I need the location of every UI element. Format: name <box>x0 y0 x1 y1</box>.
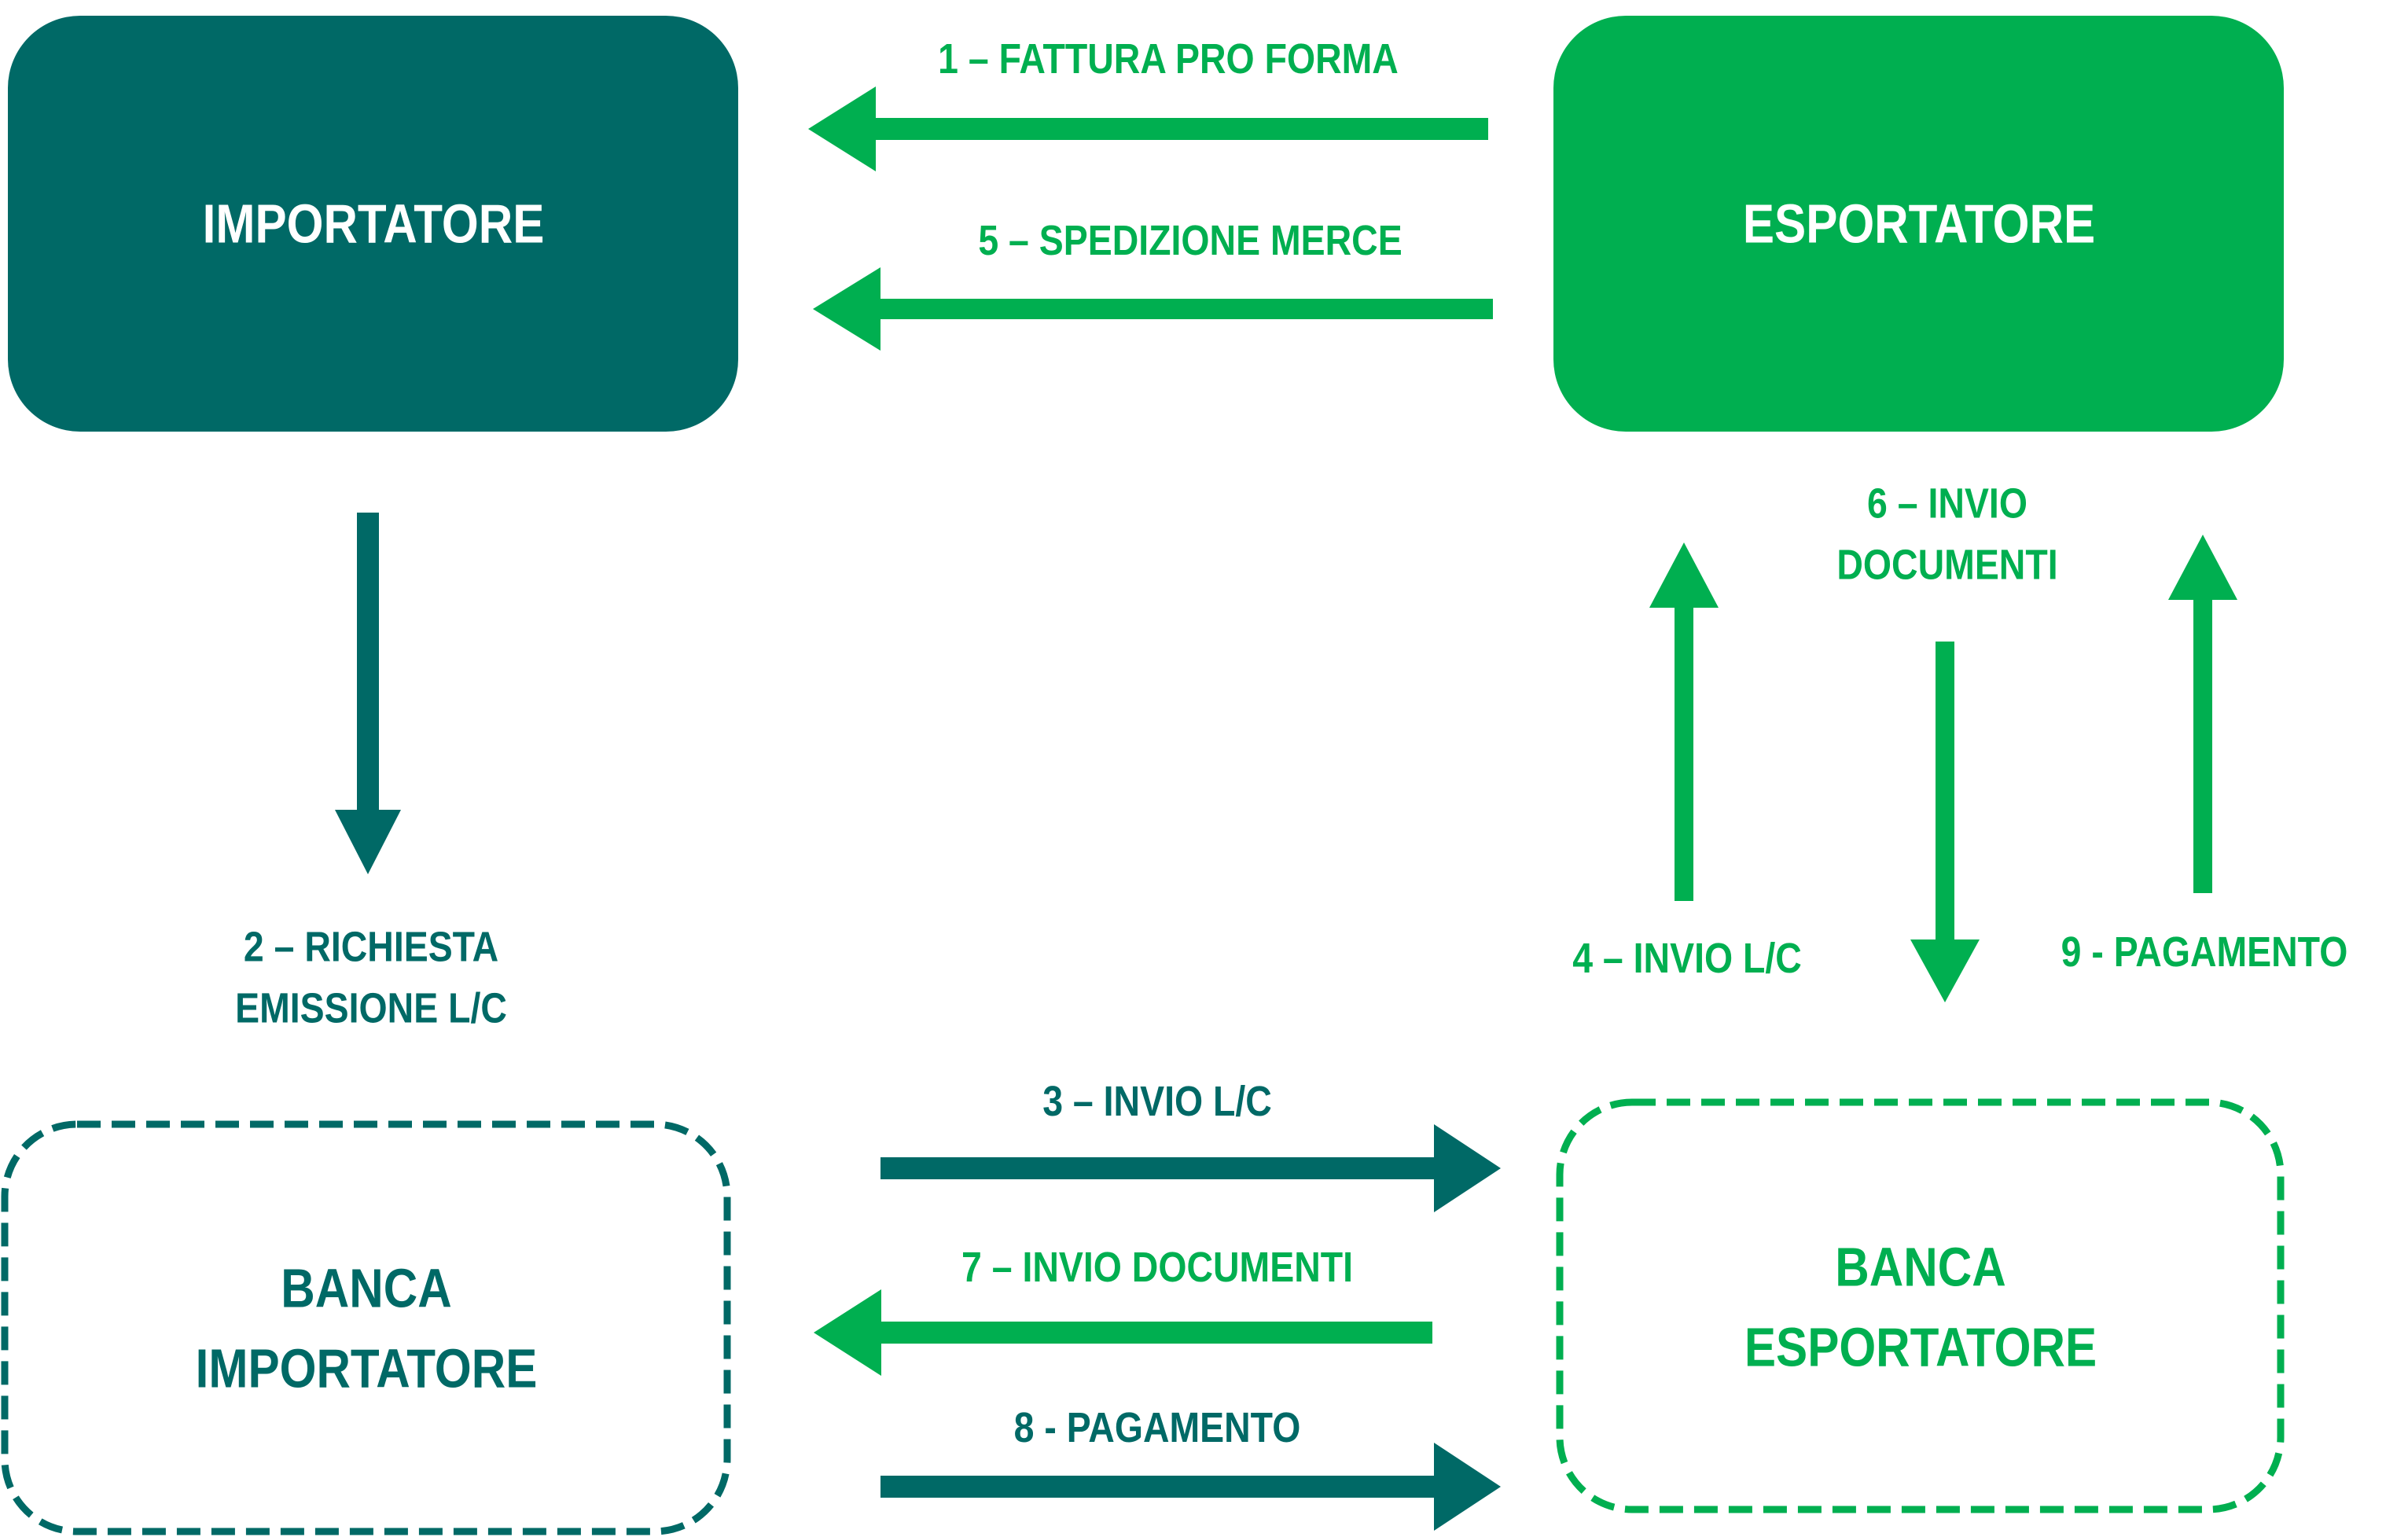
banca-importatore-line2: IMPORTATORE <box>195 1337 538 1399</box>
step-3-label: 3 – INVIO L/C <box>1042 1077 1272 1125</box>
importatore-label: IMPORTATORE <box>202 193 545 255</box>
banca-importatore-line1: BANCA <box>281 1257 452 1319</box>
esportatore-box <box>1553 16 2284 432</box>
arrow-step-7 <box>814 1289 1432 1376</box>
step-7-label: 7 – INVIO DOCUMENTI <box>961 1243 1354 1291</box>
step-9-label: 9 - PAGAMENTO <box>2061 928 2348 976</box>
step-8-label: 8 - PAGAMENTO <box>1013 1403 1301 1451</box>
arrow-step-1 <box>808 86 1488 171</box>
arrow-step-4 <box>1649 542 1719 901</box>
step-2-line1: 2 – RICHIESTA <box>243 923 499 971</box>
arrow-step-3 <box>880 1124 1501 1212</box>
banca-esportatore-line1: BANCA <box>1835 1236 2006 1298</box>
arrow-step-9 <box>2168 535 2237 893</box>
step-1-label: 1 – FATTURA PRO FORMA <box>938 35 1399 83</box>
step-6-line1: 6 – INVIO <box>1867 480 2027 528</box>
step-2-label: 2 – RICHIESTA EMISSIONE L/C <box>235 917 507 1040</box>
arrow-step-2 <box>335 513 401 874</box>
arrow-step-6 <box>1910 642 1980 1002</box>
banca-esportatore-line2: ESPORTATORE <box>1744 1316 2097 1377</box>
step-5-label: 5 – SPEDIZIONE MERCE <box>978 216 1403 264</box>
step-2-line2: EMISSIONE L/C <box>235 985 507 1032</box>
arrow-step-8 <box>880 1443 1501 1531</box>
banca-importatore-box <box>1 1120 731 1535</box>
banca-importatore-label: BANCA IMPORTATORE <box>196 1249 538 1409</box>
step-6-label: 6 – INVIO DOCUMENTI <box>1836 473 2057 597</box>
banca-esportatore-box <box>1556 1098 2285 1513</box>
banca-esportatore-label: BANCA ESPORTATORE <box>1744 1228 2097 1388</box>
step-6-line2: DOCUMENTI <box>1836 542 2058 589</box>
esportatore-label: ESPORTATORE <box>1742 193 2096 255</box>
importatore-box <box>8 16 738 432</box>
step-4-label: 4 – INVIO L/C <box>1572 934 1802 982</box>
arrow-step-5 <box>813 267 1493 351</box>
